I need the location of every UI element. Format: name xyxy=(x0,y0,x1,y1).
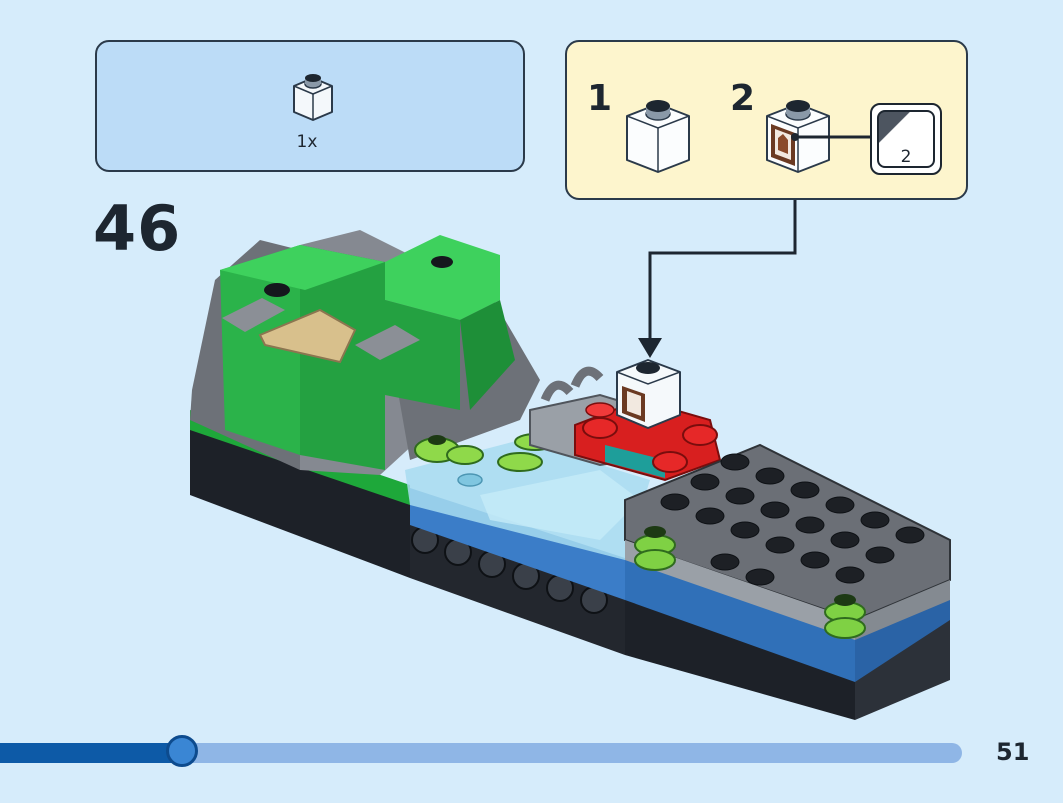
parts-list-panel: 1x xyxy=(95,40,525,172)
page-number: 51 xyxy=(996,738,1030,766)
progress-fill xyxy=(0,743,183,763)
progress-knob xyxy=(165,735,198,767)
sub-step-1-number: 1 xyxy=(587,78,613,119)
sub-step-2-number: 2 xyxy=(730,78,756,119)
step-number: 46 xyxy=(93,192,182,265)
sticker-number: 2 xyxy=(900,147,912,167)
transparent-brick-1x1-icon xyxy=(626,100,690,173)
progress-bar xyxy=(0,735,962,767)
sticker-sheet-icon: 2 xyxy=(870,103,942,175)
brick-with-sticker-icon xyxy=(766,100,830,173)
parts-quantity: 1x xyxy=(296,132,318,152)
sub-step-callout: 1 2 2 xyxy=(565,40,968,200)
transparent-brick-1x1-icon xyxy=(293,74,333,121)
sticker-connector-line xyxy=(791,133,875,141)
